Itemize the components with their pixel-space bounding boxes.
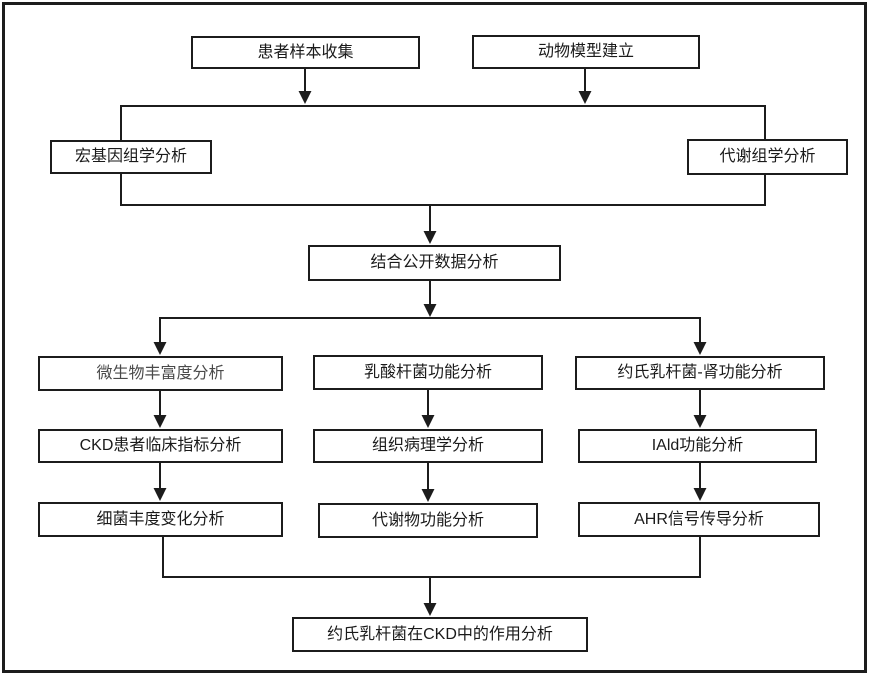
node-metagenomics-analysis: 宏基因组学分析	[50, 140, 212, 174]
node-histopathology-analysis: 组织病理学分析	[313, 429, 543, 463]
omics-group-frame	[120, 105, 766, 206]
node-bacterial-abundance-change-analysis: 细菌丰度变化分析	[38, 502, 283, 537]
node-microbial-richness-analysis: 微生物丰富度分析	[38, 356, 283, 391]
node-iald-function-analysis: IAld功能分析	[578, 429, 817, 463]
node-lactobacillus-function-analysis: 乳酸杆菌功能分析	[313, 355, 543, 390]
node-metabolomics-analysis: 代谢组学分析	[687, 139, 848, 175]
node-ckd-clinical-indicator-analysis: CKD患者临床指标分析	[38, 429, 283, 463]
node-combined-public-data-analysis: 结合公开数据分析	[308, 245, 561, 281]
node-patient-sample-collection: 患者样本收集	[191, 36, 420, 69]
node-metabolite-function-analysis: 代谢物功能分析	[318, 503, 538, 538]
node-l-johnsonii-role-in-ckd-analysis: 约氏乳杆菌在CKD中的作用分析	[292, 617, 588, 652]
node-animal-model-establishment: 动物模型建立	[472, 35, 700, 69]
node-ahr-signaling-analysis: AHR信号传导分析	[578, 502, 820, 537]
node-l-johnsonii-kidney-function-analysis: 约氏乳杆菌-肾功能分析	[575, 356, 825, 390]
